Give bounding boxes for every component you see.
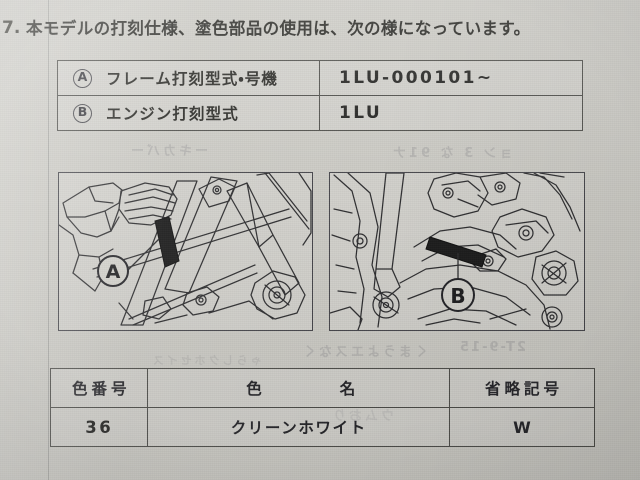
spec-label-a: フレーム打刻型式・号機 xyxy=(106,70,278,88)
bleed-text-4: 2T-9-15 xyxy=(458,340,526,355)
page-binding-line xyxy=(48,0,49,480)
header-abbrev: 省略記号 xyxy=(484,380,563,398)
color-number-value: 36 xyxy=(85,417,114,437)
bleed-text-2: ョン 3 な 91ナ xyxy=(390,146,513,161)
header-cell-color-name: 色名 xyxy=(147,368,450,408)
table-row: A フレーム打刻型式・号機 1LU-000101~ xyxy=(57,60,583,96)
table-row: B エンジン打刻型式 1LU xyxy=(57,95,583,131)
header-color-name-part2: 名 xyxy=(339,380,356,398)
figure-engine-stamping: B xyxy=(329,172,585,331)
callout-leader-line xyxy=(127,238,160,271)
stamping-spec-table: A フレーム打刻型式・号機 1LU-000101~ B エンジン打刻型式 1LU xyxy=(57,60,583,131)
frame-illustration-svg: A xyxy=(59,173,312,326)
callout-label-b: B xyxy=(450,284,465,308)
spec-value-cell-b: 1LU xyxy=(319,95,583,131)
callout-circle-b: B xyxy=(441,278,475,312)
stamping-mark-area xyxy=(425,236,487,268)
callout-label-a: A xyxy=(106,261,121,283)
stamping-mark-area xyxy=(154,216,180,268)
cell-abbrev: W xyxy=(448,407,596,447)
section-item-number: 7. xyxy=(2,18,21,38)
paint-color-table: 色番号 色名 省略記号 36 クリーンホワイト W xyxy=(49,368,596,447)
cell-color-number: 36 xyxy=(49,407,149,447)
spec-value-b: 1LU xyxy=(339,103,383,123)
header-color-number: 色番号 xyxy=(71,380,131,398)
bleed-text-1: ーキカバー xyxy=(128,144,209,159)
section-heading: 7. 本モデルの打刻仕様、塗色部品の使用は、次の様になっています。 xyxy=(0,14,640,46)
spec-value-a: 1LU-000101~ xyxy=(339,68,494,88)
table-row: 36 クリーンホワイト W xyxy=(49,407,596,447)
circled-a-marker: A xyxy=(73,68,92,88)
figure-frame-stamping: A xyxy=(58,172,313,331)
spec-label-b: エンジン打刻型式 xyxy=(106,105,239,123)
color-abbrev-value: W xyxy=(513,417,531,437)
header-cell-abbrev: 省略記号 xyxy=(448,368,596,408)
circled-b-marker: B xyxy=(73,103,92,123)
bleed-text-5: ゃらしクホセイス xyxy=(150,354,262,367)
bleed-text-3: くまうよエスなく xyxy=(300,345,429,360)
spec-label-cell-b: B エンジン打刻型式 xyxy=(57,95,320,131)
spec-label-cell-a: A フレーム打刻型式・号機 xyxy=(57,60,320,96)
cell-color-name: クリーンホワイト xyxy=(147,407,450,447)
color-name-value: クリーンホワイト xyxy=(230,419,367,437)
header-color-name-part1: 色 xyxy=(246,380,262,398)
engine-illustration-svg: B xyxy=(330,173,581,330)
table-header-row: 色番号 色名 省略記号 xyxy=(49,368,596,408)
header-color-name: 色名 xyxy=(242,380,355,398)
section-heading-text: 本モデルの打刻仕様、塗色部品の使用は、次の様になっています。 xyxy=(26,19,531,38)
header-cell-color-number: 色番号 xyxy=(49,368,149,408)
spec-value-cell-a: 1LU-000101~ xyxy=(319,60,583,96)
callout-circle-a: A xyxy=(97,255,129,287)
